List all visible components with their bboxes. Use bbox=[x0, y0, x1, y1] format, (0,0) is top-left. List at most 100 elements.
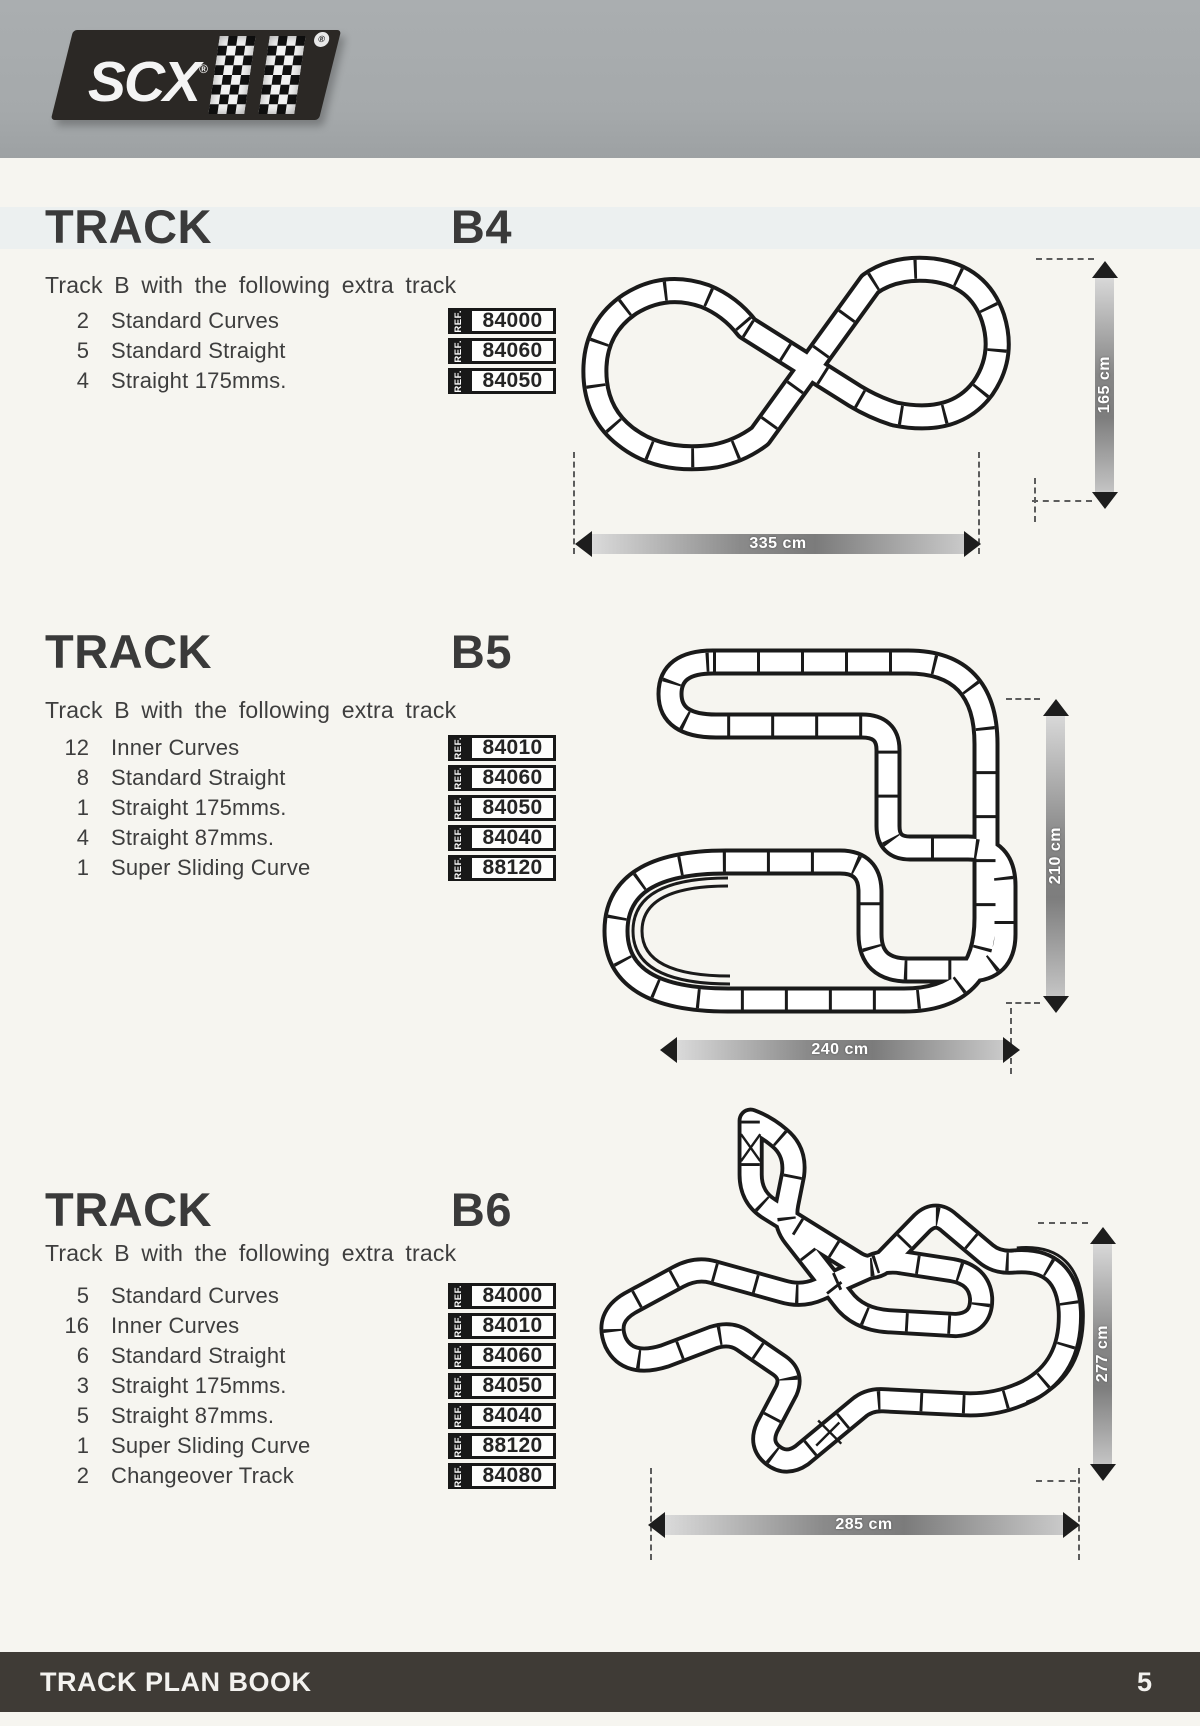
track-word: TRACK bbox=[45, 625, 212, 678]
track-part-row: 6 Standard Straight REF. 84060 bbox=[45, 1341, 556, 1371]
ref-number: 84010 bbox=[469, 735, 556, 761]
track-part-row: 2 Standard Curves REF. 84000 bbox=[45, 306, 556, 336]
width-dimension-label: 285 cm bbox=[835, 1516, 893, 1533]
ref-label-tab: REF. bbox=[448, 1283, 469, 1309]
part-name: Standard Curves bbox=[111, 1283, 280, 1308]
ref-badge: REF. 84080 bbox=[448, 1463, 556, 1489]
part-quantity: 8 bbox=[76, 765, 89, 790]
sliding-curve-extra-line bbox=[631, 876, 731, 986]
ref-label-tab: REF. bbox=[448, 765, 469, 791]
part-quantity: 6 bbox=[76, 1343, 89, 1368]
part-quantity: 4 bbox=[76, 825, 89, 850]
section-subtitle-b6: Track B with the following extra track bbox=[45, 1240, 457, 1266]
track-part-row: 5 Standard Curves REF. 84000 bbox=[45, 1281, 556, 1311]
part-name: Straight 175mms. bbox=[111, 1373, 287, 1398]
dimension-guide-dash bbox=[1006, 1002, 1040, 1004]
track-part-row: 2 Changeover Track REF. 84080 bbox=[45, 1461, 556, 1491]
page-header: SCX® ® bbox=[0, 0, 1200, 158]
height-dimension-label: 165 cm bbox=[1095, 356, 1113, 414]
part-name: Inner Curves bbox=[111, 735, 240, 760]
part-quantity: 2 bbox=[76, 308, 89, 333]
ref-label: REF. bbox=[453, 826, 464, 850]
track-code: B4 bbox=[450, 200, 512, 253]
ref-number: 84040 bbox=[469, 825, 556, 851]
part-quantity: 1 bbox=[76, 855, 89, 880]
ref-badge: REF. 84010 bbox=[448, 1313, 556, 1339]
part-quantity: 4 bbox=[76, 368, 89, 393]
part-name: Super Sliding Curve bbox=[111, 855, 311, 880]
dimension-guide-dash bbox=[978, 452, 980, 554]
track-path-surface bbox=[606, 652, 1014, 1010]
width-dimension-b5: 240 cm bbox=[660, 1037, 1020, 1063]
ref-number: 84000 bbox=[469, 308, 556, 334]
ref-label-tab: REF. bbox=[448, 338, 469, 364]
part-name: Straight 175mms. bbox=[111, 795, 287, 820]
section-subtitle-b4: Track B with the following extra track bbox=[45, 272, 457, 298]
ref-label: REF. bbox=[453, 1374, 464, 1398]
part-quantity: 12 bbox=[64, 735, 89, 760]
ref-label-tab: REF. bbox=[448, 1343, 469, 1369]
track-part-row: 3 Straight 175mms. REF. 84050 bbox=[45, 1371, 556, 1401]
ref-number: 84010 bbox=[469, 1313, 556, 1339]
ref-label-tab: REF. bbox=[448, 1463, 469, 1489]
track-diagram-b6 bbox=[599, 1107, 1085, 1474]
ref-number: 88120 bbox=[469, 855, 556, 881]
ref-label-tab: REF. bbox=[448, 795, 469, 821]
ref-label: REF. bbox=[453, 1464, 464, 1488]
ref-label: REF. bbox=[453, 766, 464, 790]
dimension-guide-dash bbox=[1036, 1480, 1076, 1482]
height-dimension-b4: 165 cm bbox=[1092, 261, 1118, 509]
ref-label: REF. bbox=[453, 1284, 464, 1308]
ref-label: REF. bbox=[453, 1314, 464, 1338]
dimension-guide-dash bbox=[1006, 698, 1040, 700]
checkered-flag-stripe bbox=[208, 36, 256, 114]
parts-list-b6: 5 Standard Curves REF. 84000 16 Inner Cu… bbox=[45, 1281, 556, 1491]
ref-number: 84060 bbox=[469, 765, 556, 791]
registered-mark: ® bbox=[199, 61, 207, 76]
track-diagram-b4 bbox=[581, 255, 1011, 472]
ref-label-tab: REF. bbox=[448, 1433, 469, 1459]
ref-label: REF. bbox=[453, 339, 464, 363]
ref-badge: REF. 88120 bbox=[448, 1433, 556, 1459]
dimension-guide-dash bbox=[573, 452, 575, 554]
ref-number: 84050 bbox=[469, 1373, 556, 1399]
ref-label: REF. bbox=[453, 1404, 464, 1428]
track-code: B6 bbox=[450, 1183, 512, 1236]
part-name: Changeover Track bbox=[111, 1463, 294, 1488]
sliding-curve-extra-line bbox=[640, 884, 731, 978]
ref-number: 84000 bbox=[469, 1283, 556, 1309]
part-name: Inner Curves bbox=[111, 1313, 240, 1338]
ref-number: 84050 bbox=[469, 795, 556, 821]
ref-badge: REF. 84040 bbox=[448, 1403, 556, 1429]
ref-number: 84080 bbox=[469, 1463, 556, 1489]
dimension-guide-dash bbox=[1038, 1222, 1088, 1224]
part-name: Straight 87mms. bbox=[111, 825, 275, 850]
changeover-cross-icon bbox=[740, 1133, 762, 1162]
page-footer: TRACK PLAN BOOK 5 bbox=[0, 1652, 1200, 1712]
section-title-b4: TRACK B4 bbox=[45, 203, 512, 250]
width-dimension-label: 335 cm bbox=[749, 535, 807, 552]
part-quantity: 5 bbox=[76, 1403, 89, 1428]
changeover-cross-icon bbox=[815, 1419, 843, 1447]
height-dimension-label: 277 cm bbox=[1093, 1325, 1111, 1383]
ref-number: 84040 bbox=[469, 1403, 556, 1429]
ref-badge: REF. 84060 bbox=[448, 338, 556, 364]
ref-label-tab: REF. bbox=[448, 1403, 469, 1429]
checkered-flag-stripe bbox=[258, 36, 306, 114]
ref-label: REF. bbox=[453, 856, 464, 880]
part-quantity: 2 bbox=[76, 1463, 89, 1488]
ref-badge: REF. 84010 bbox=[448, 735, 556, 761]
track-part-row: 4 Straight 87mms. REF. 84040 bbox=[45, 823, 556, 853]
part-name: Straight 175mms. bbox=[111, 368, 287, 393]
scx-logo: SCX® ® bbox=[50, 30, 342, 120]
print-through-band bbox=[0, 207, 1200, 249]
height-dimension-b5: 210 cm bbox=[1043, 699, 1069, 1013]
ref-badge: REF. 84060 bbox=[448, 765, 556, 791]
scx-logo-text: SCX® bbox=[88, 49, 207, 114]
ref-number: 84060 bbox=[469, 338, 556, 364]
track-word: TRACK bbox=[45, 200, 212, 253]
width-dimension-b4: 335 cm bbox=[575, 531, 981, 557]
ref-badge: REF. 84000 bbox=[448, 1283, 556, 1309]
ref-label-tab: REF. bbox=[448, 1313, 469, 1339]
